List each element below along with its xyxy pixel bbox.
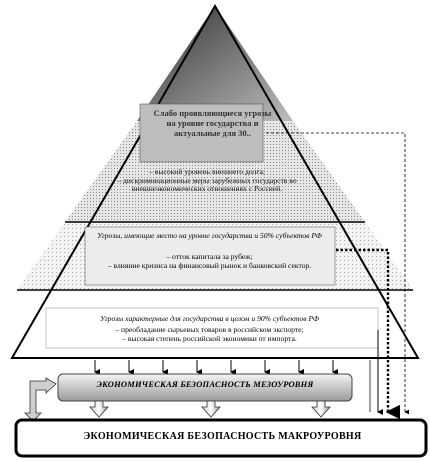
tier-3-item: – высокая степень российской экономики о… [122,333,297,343]
tier-3-text-box [45,307,379,349]
tier-1-item: – высокий уровень внешнего долга; [149,167,265,176]
macro-level-box [14,418,428,458]
meso-level-box [57,373,353,402]
meso-macro-arrows [89,400,331,418]
tier-1-title: Слабо проявляющиеся угрозы на уровне гос… [153,108,272,138]
tier-2-item: – влияние кризиса на финансовый рынок и … [107,260,312,270]
right-connectors [266,132,409,420]
tier-2-text-box [84,226,336,286]
tier-2-heading: Угрозы, имеющие место на уровне государс… [97,231,322,240]
tier-3-items: – преобладание сырьевых товаров в россий… [52,325,367,343]
meso-level-label: ЭКОНОМИЧЕСКАЯ БЕЗОПАСНОСТЬ МЕЗОУРОВНЯ [96,379,314,389]
tier-1-item: – дискриминационные меры зарубежных госу… [117,175,297,194]
tier-3-item: – преобладание сырьевых товаров в россий… [115,325,304,334]
macro-level-label: ЭКОНОМИЧЕСКАЯ БЕЗОПАСНОСТЬ МАКРОУРОВНЯ [83,431,362,442]
base-arrows [94,360,338,375]
tier-1-items: – высокий уровень внешнего долга; – диск… [104,167,310,194]
tier-2-item: – отток капитала за рубеж; [166,252,253,261]
tier-3-heading: Угрозы характерные для государства в цел… [99,314,319,323]
tier-1-title-box [139,103,264,163]
tier-2-items: – отток капитала за рубеж; – влияние кри… [92,252,327,270]
pyramid-top-segment [137,6,293,121]
pyramid-outline [10,3,420,359]
left-bent-arrow [24,377,57,422]
